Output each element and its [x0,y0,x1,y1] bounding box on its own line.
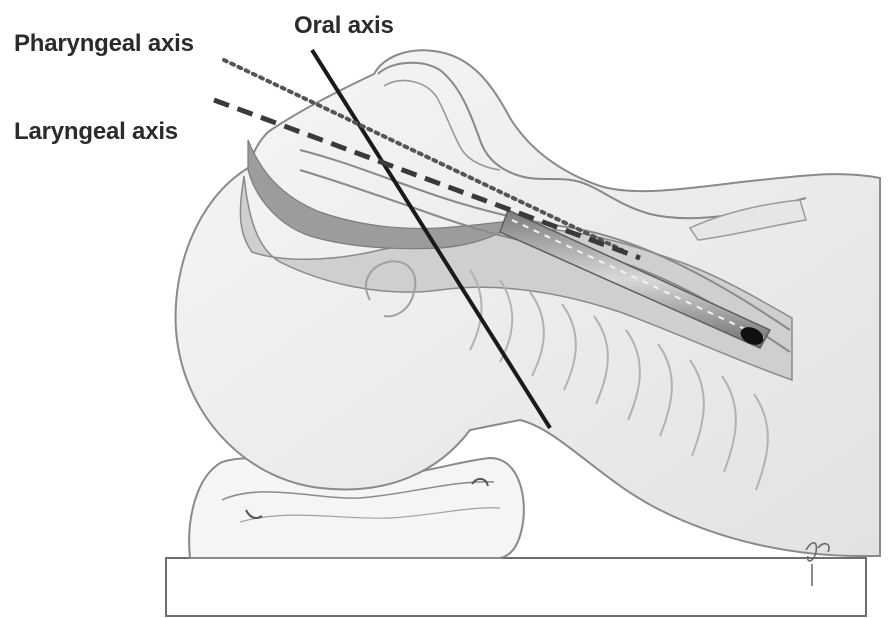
table [166,558,866,616]
laryngeal-axis-label: Laryngeal axis [14,118,178,146]
oral-axis-label: Oral axis [294,12,394,40]
pharyngeal-axis-label: Pharyngeal axis [14,30,194,58]
